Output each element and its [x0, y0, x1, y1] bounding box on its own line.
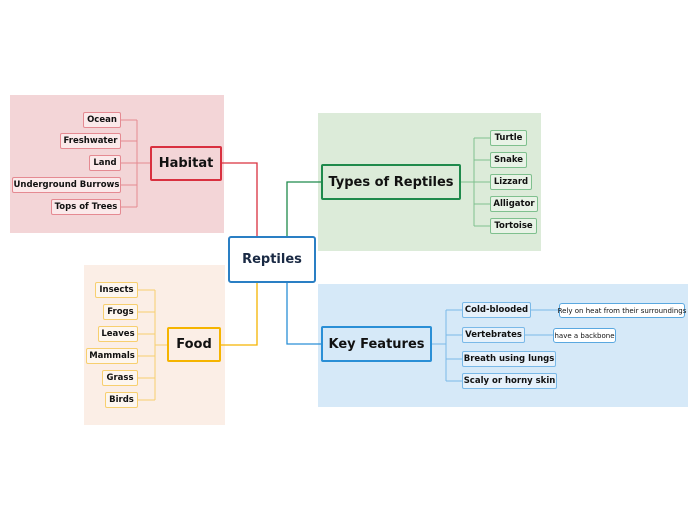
connector-types — [286, 181, 321, 237]
food-item-leaves[interactable]: Leaves — [98, 326, 138, 342]
connector-habitat — [222, 162, 258, 237]
habitat-item-ocean[interactable]: Ocean — [83, 112, 121, 128]
habitat-item-underground-burrows[interactable]: Underground Burrows — [12, 177, 121, 193]
features-item-vertebrates[interactable]: Vertebrates — [462, 327, 525, 343]
features-note-vertebrates[interactable]: have a backbone — [553, 328, 616, 343]
food-item-grass[interactable]: Grass — [102, 370, 138, 386]
types-item-turtle[interactable]: Turtle — [490, 130, 527, 146]
habitat-item-freshwater[interactable]: Freshwater — [60, 133, 121, 149]
food-item-mammals[interactable]: Mammals — [86, 348, 138, 364]
types-item-snake[interactable]: Snake — [490, 152, 527, 168]
connector-features — [286, 282, 321, 345]
connector-food — [221, 282, 258, 346]
features-item-scaly-skin[interactable]: Scaly or horny skin — [462, 373, 557, 389]
food-branch[interactable]: Food — [167, 327, 221, 362]
habitat-branch[interactable]: Habitat — [150, 146, 222, 181]
types-branch[interactable]: Types of Reptiles — [321, 164, 461, 200]
types-item-tortoise[interactable]: Tortoise — [490, 218, 537, 234]
central-node[interactable]: Reptiles — [228, 236, 316, 283]
features-item-cold-blooded[interactable]: Cold-blooded — [462, 302, 531, 318]
food-item-frogs[interactable]: Frogs — [103, 304, 138, 320]
habitat-item-tops-of-trees[interactable]: Tops of Trees — [51, 199, 121, 215]
features-branch[interactable]: Key Features — [321, 326, 432, 362]
food-item-insects[interactable]: Insects — [95, 282, 138, 298]
food-item-birds[interactable]: Birds — [105, 392, 138, 408]
types-item-lizzard[interactable]: Lizzard — [490, 174, 532, 190]
features-note-cold-blooded[interactable]: Rely on heat from their surroundings — [558, 303, 686, 318]
features-item-breath-using-lungs[interactable]: Breath using lungs — [462, 351, 556, 367]
types-item-alligator[interactable]: Alligator — [490, 196, 538, 212]
habitat-item-land[interactable]: Land — [89, 155, 121, 171]
